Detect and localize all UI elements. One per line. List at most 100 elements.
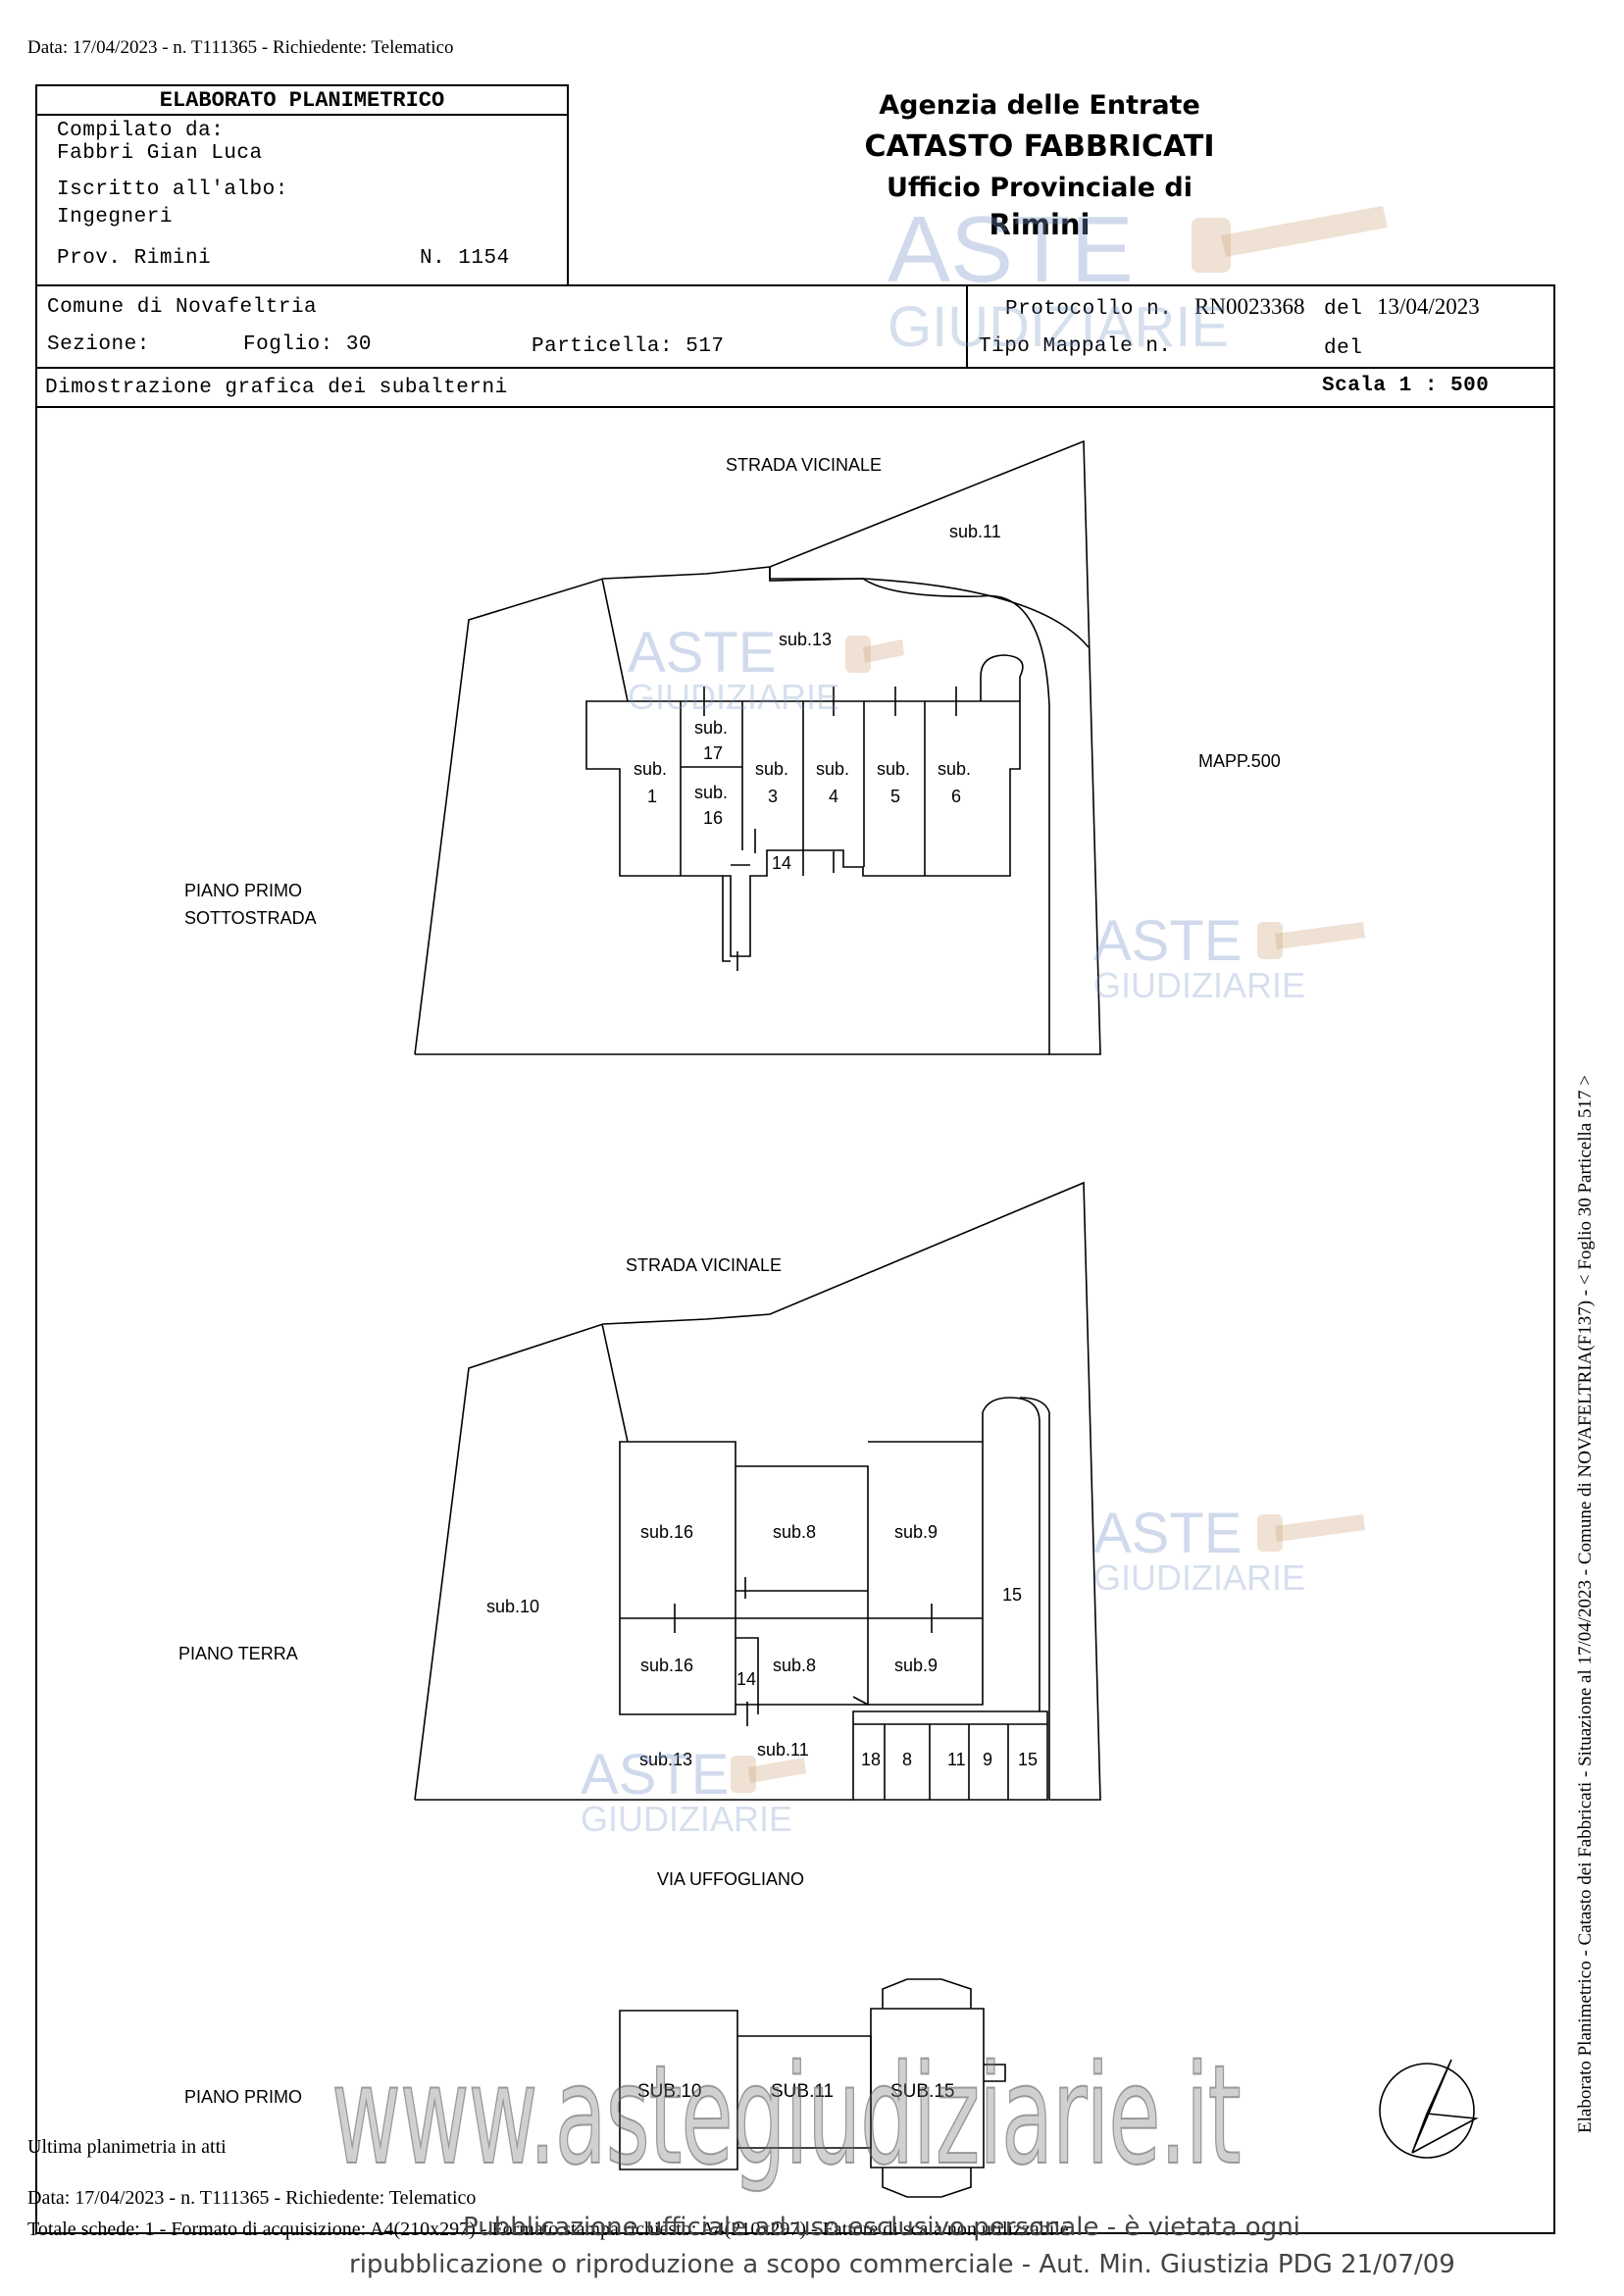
watermark-site: www.astegiudiziarie.it (330, 2035, 1242, 2197)
top-meta: Data: 17/04/2023 - n. T111365 - Richiede… (27, 37, 454, 58)
plan2-block-left (619, 1441, 736, 1715)
plan1-sub1-b: 1 (647, 787, 658, 806)
tipo-mappale: Tipo Mappale n. (979, 335, 1172, 358)
plan2-garage-18: 18 (861, 1750, 882, 1769)
plan2-right-15 (982, 1397, 1040, 1711)
plan2-garage-15: 15 (1018, 1750, 1039, 1769)
footer-pub-line1: Pubblicazione ufficiale ad uso esclusivo… (463, 2213, 1300, 2242)
watermark-aste-4: ASTE (581, 1743, 730, 1807)
plan1-road: STRADA VICINALE (726, 455, 883, 475)
plan1-sub3-b: 3 (768, 787, 779, 806)
agency-line1: Agenzia delle Entrate (879, 90, 1200, 121)
plan2-15: 15 (1002, 1585, 1023, 1605)
plan3-sub15: SUB.15 (890, 2081, 955, 2102)
plan2-sub16-bottom: sub.16 (640, 1656, 694, 1675)
compass-needle (1411, 2059, 1479, 2154)
info-divider-1 (35, 367, 1555, 369)
plan2-road: STRADA VICINALE (626, 1255, 783, 1275)
plan1-ticks (703, 687, 957, 971)
plan1-sub13: sub.13 (779, 630, 833, 649)
plan2-sub8-bottom: sub.8 (773, 1656, 817, 1675)
plan1-floor-label-1: PIANO PRIMO (184, 881, 303, 900)
protocollo-label: Protocollo n. (1005, 298, 1173, 321)
compilato-name: Fabbri Gian Luca (57, 142, 263, 165)
watermark-giudiziarie-2: GIUDIZIARIE (1093, 965, 1306, 1005)
plan2-garage-11: 11 (947, 1750, 966, 1769)
plan1-building (585, 700, 1021, 957)
sezione: Sezione: (47, 333, 150, 356)
plan1-sub16-a: sub. (694, 783, 729, 802)
info-divider-2 (35, 406, 1555, 408)
plan3-sub11: SUB.11 (771, 2081, 835, 2102)
numero-albo: N. 1154 (420, 247, 510, 270)
plan2-sub16-top: sub.16 (640, 1522, 694, 1542)
plan3-sub15 (870, 2008, 985, 2168)
plan3-sub10: SUB.10 (637, 2081, 702, 2102)
main-frame (35, 284, 1555, 2234)
dimostrazione: Dimostrazione grafica dei subalterni (45, 377, 508, 399)
footer-totale: Totale schede: 1 - Formato di acquisizio… (27, 2219, 1069, 2240)
plan1-sub5-b: 5 (890, 787, 901, 806)
watermark-giudiziarie-3: GIUDIZIARIE (1093, 1557, 1306, 1598)
protocollo-del: del (1324, 298, 1363, 321)
watermark-giudiziarie-1: GIUDIZIARIE (628, 677, 840, 717)
plan2-lot-outline (414, 1181, 1101, 1801)
plan1-stair (722, 876, 731, 962)
plan2-garage-9: 9 (983, 1750, 993, 1769)
plan1-sub4-b: 4 (829, 787, 839, 806)
plan2-sub10: sub.10 (486, 1597, 540, 1616)
plan1-floor-label-2: SOTTOSTRADA (184, 908, 317, 928)
plan2-sub13: sub.13 (639, 1750, 693, 1769)
plan1-sub1-a: sub. (634, 759, 668, 779)
elaborato-title-box (35, 84, 569, 116)
iscritto-label: Iscritto all'albo: (57, 179, 288, 201)
compass-circle (1379, 2063, 1475, 2159)
plan1-sub11-curve (769, 567, 1090, 648)
plan3-sub15-bottom (882, 2168, 972, 2198)
plan1-sub5-a: sub. (877, 759, 911, 779)
plan1-sub17-b: 17 (703, 743, 724, 763)
elaborato-title: ELABORATO PLANIMETRICO (159, 88, 445, 113)
plan2-sub11: sub.11 (757, 1740, 809, 1760)
iscritto-value: Ingegneri (57, 206, 173, 229)
prov: Prov. Rimini (57, 247, 212, 270)
watermark-aste-1: ASTE (628, 621, 777, 685)
agency-line3: Ufficio Provinciale di (886, 173, 1193, 203)
plan2-ticks (674, 1577, 933, 1726)
watermark-giudiziarie-header: GIUDIZIARIE (888, 295, 1230, 359)
plan2-street: VIA UFFOGLIANO (657, 1869, 805, 1889)
plan2-block-right (868, 1441, 984, 1706)
plan1-sub13-line (601, 578, 629, 702)
watermark-aste-3: ASTE (1093, 1502, 1243, 1565)
foglio: Foglio: 30 (243, 333, 373, 356)
footer-pub-line2: ripubblicazione o riproduzione a scopo c… (349, 2250, 1455, 2279)
plan1-sub6-b: 6 (951, 787, 962, 806)
plan2-block-mid (736, 1465, 869, 1706)
particella: Particella: 517 (532, 335, 725, 358)
plan1-mapp500: MAPP.500 (1198, 751, 1281, 771)
watermark-giudiziarie-4: GIUDIZIARIE (581, 1799, 793, 1839)
protocollo-date: 13/04/2023 (1377, 294, 1480, 319)
plan3-sub10 (619, 2010, 738, 2170)
plan1-sub17-a: sub. (694, 718, 729, 738)
plan1-col (980, 654, 1024, 701)
footer-ultima: Ultima planimetria in atti (27, 2136, 227, 2158)
protocollo-value: RN0023368 (1194, 294, 1305, 319)
plan2-garage-8: 8 (902, 1750, 913, 1769)
compilato-label: Compilato da: (57, 120, 225, 142)
scala: Scala 1 : 500 (1322, 375, 1490, 397)
plan3-sub15-top (882, 1978, 972, 2009)
plan2-garages (852, 1710, 1048, 1801)
info-vertical (966, 284, 968, 369)
watermark-aste-2: ASTE (1093, 909, 1243, 973)
tipo-mappale-del: del (1324, 337, 1363, 360)
comune: Comune di Novafeltria (47, 296, 318, 319)
plan2-sub9-top: sub.9 (894, 1522, 939, 1542)
plan1-14: 14 (772, 853, 792, 873)
plan3-side (984, 2064, 1006, 2082)
plan2-14 (736, 1637, 759, 1714)
plan1-sub16-b: 16 (703, 808, 724, 828)
side-text: Elaborato Planimetrico - Catasto dei Fab… (1575, 1075, 1596, 2133)
plan2-14: 14 (736, 1669, 757, 1689)
